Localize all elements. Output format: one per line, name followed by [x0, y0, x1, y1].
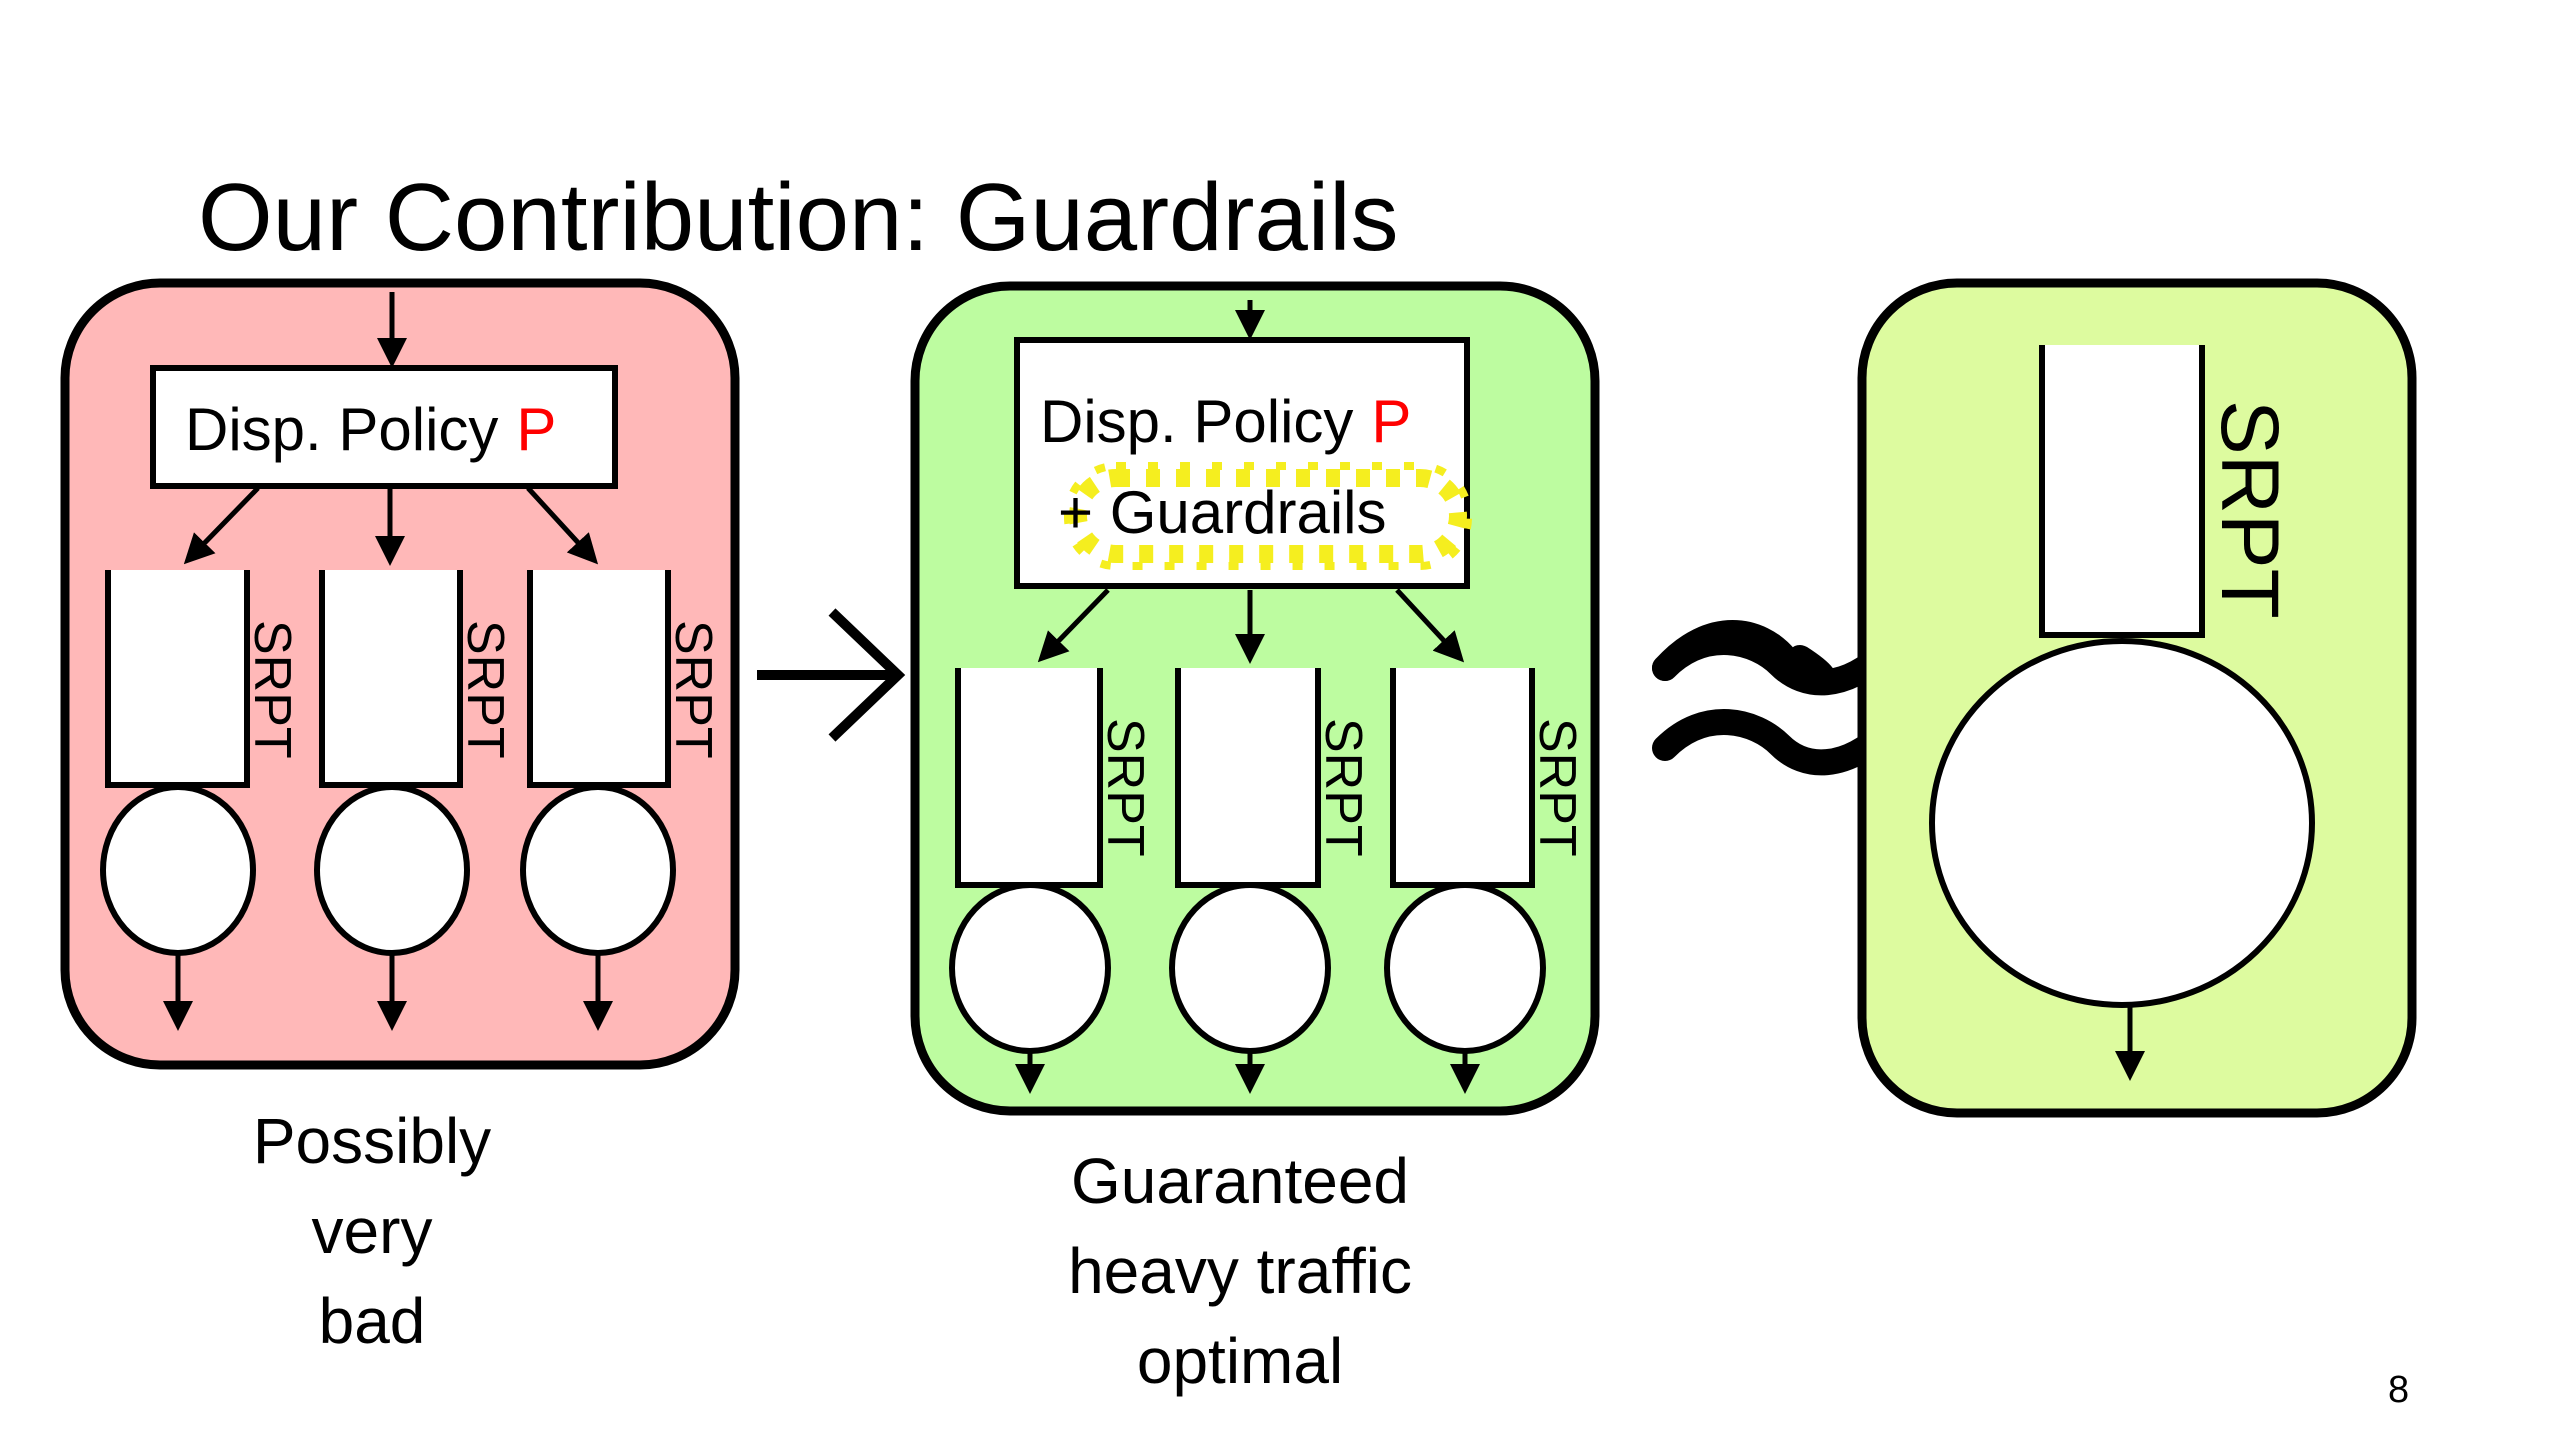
middle-queue-1 [955, 668, 1103, 888]
middle-queue-label-2: SRPT [1314, 718, 1372, 857]
middle-server-3 [1384, 882, 1546, 1054]
middle-caption-line-1: Guaranteed [1071, 1145, 1409, 1217]
left-queue-label-3: SRPT [664, 620, 722, 759]
middle-queue-2 [1175, 668, 1321, 888]
right-arrow-icon [757, 608, 906, 742]
right-queue-label: SRPT [2204, 400, 2295, 619]
approximately-equal-icon [1652, 620, 1898, 776]
middle-caption-line-2: heavy traffic [1068, 1235, 1412, 1307]
left-caption-line-2: very [312, 1195, 433, 1267]
middle-dispatch-arrow-3 [1395, 588, 1465, 663]
left-queue-2 [319, 570, 463, 788]
right-queue [2039, 345, 2205, 638]
left-queue-label-1: SRPT [243, 620, 301, 759]
left-caption-line-1: Possibly [253, 1105, 491, 1177]
left-policy-box [150, 365, 618, 489]
middle-queue-3 [1390, 668, 1535, 888]
left-queue-label-2: SRPT [456, 620, 514, 759]
left-dispatch-arrow-1 [183, 486, 260, 565]
middle-guardrails-label: + Guardrails [1058, 479, 1386, 546]
right-panel: SRPT [1857, 278, 2417, 1118]
left-dispatch-arrow-3 [526, 486, 599, 565]
left-server-2 [314, 784, 470, 956]
middle-server-2 [1169, 882, 1331, 1054]
left-server-3 [520, 784, 676, 956]
left-caption-line-3: bad [319, 1285, 426, 1357]
right-server [1929, 638, 2315, 1008]
guardrails-highlight-outer [1064, 462, 1472, 570]
left-queue-1 [105, 570, 250, 788]
middle-caption-line-3: optimal [1137, 1325, 1343, 1397]
page-number: 8 [2388, 1369, 2409, 1411]
middle-queue-label-1: SRPT [1096, 718, 1154, 857]
left-server-1 [100, 784, 256, 956]
guardrails-highlight [1069, 469, 1467, 563]
middle-dispatch-arrow-1 [1037, 588, 1110, 663]
slide-title: Our Contribution: Guardrails [198, 164, 1399, 271]
middle-queue-label-3: SRPT [1528, 718, 1586, 857]
middle-server-1 [949, 882, 1111, 1054]
left-queue-3 [527, 570, 671, 788]
